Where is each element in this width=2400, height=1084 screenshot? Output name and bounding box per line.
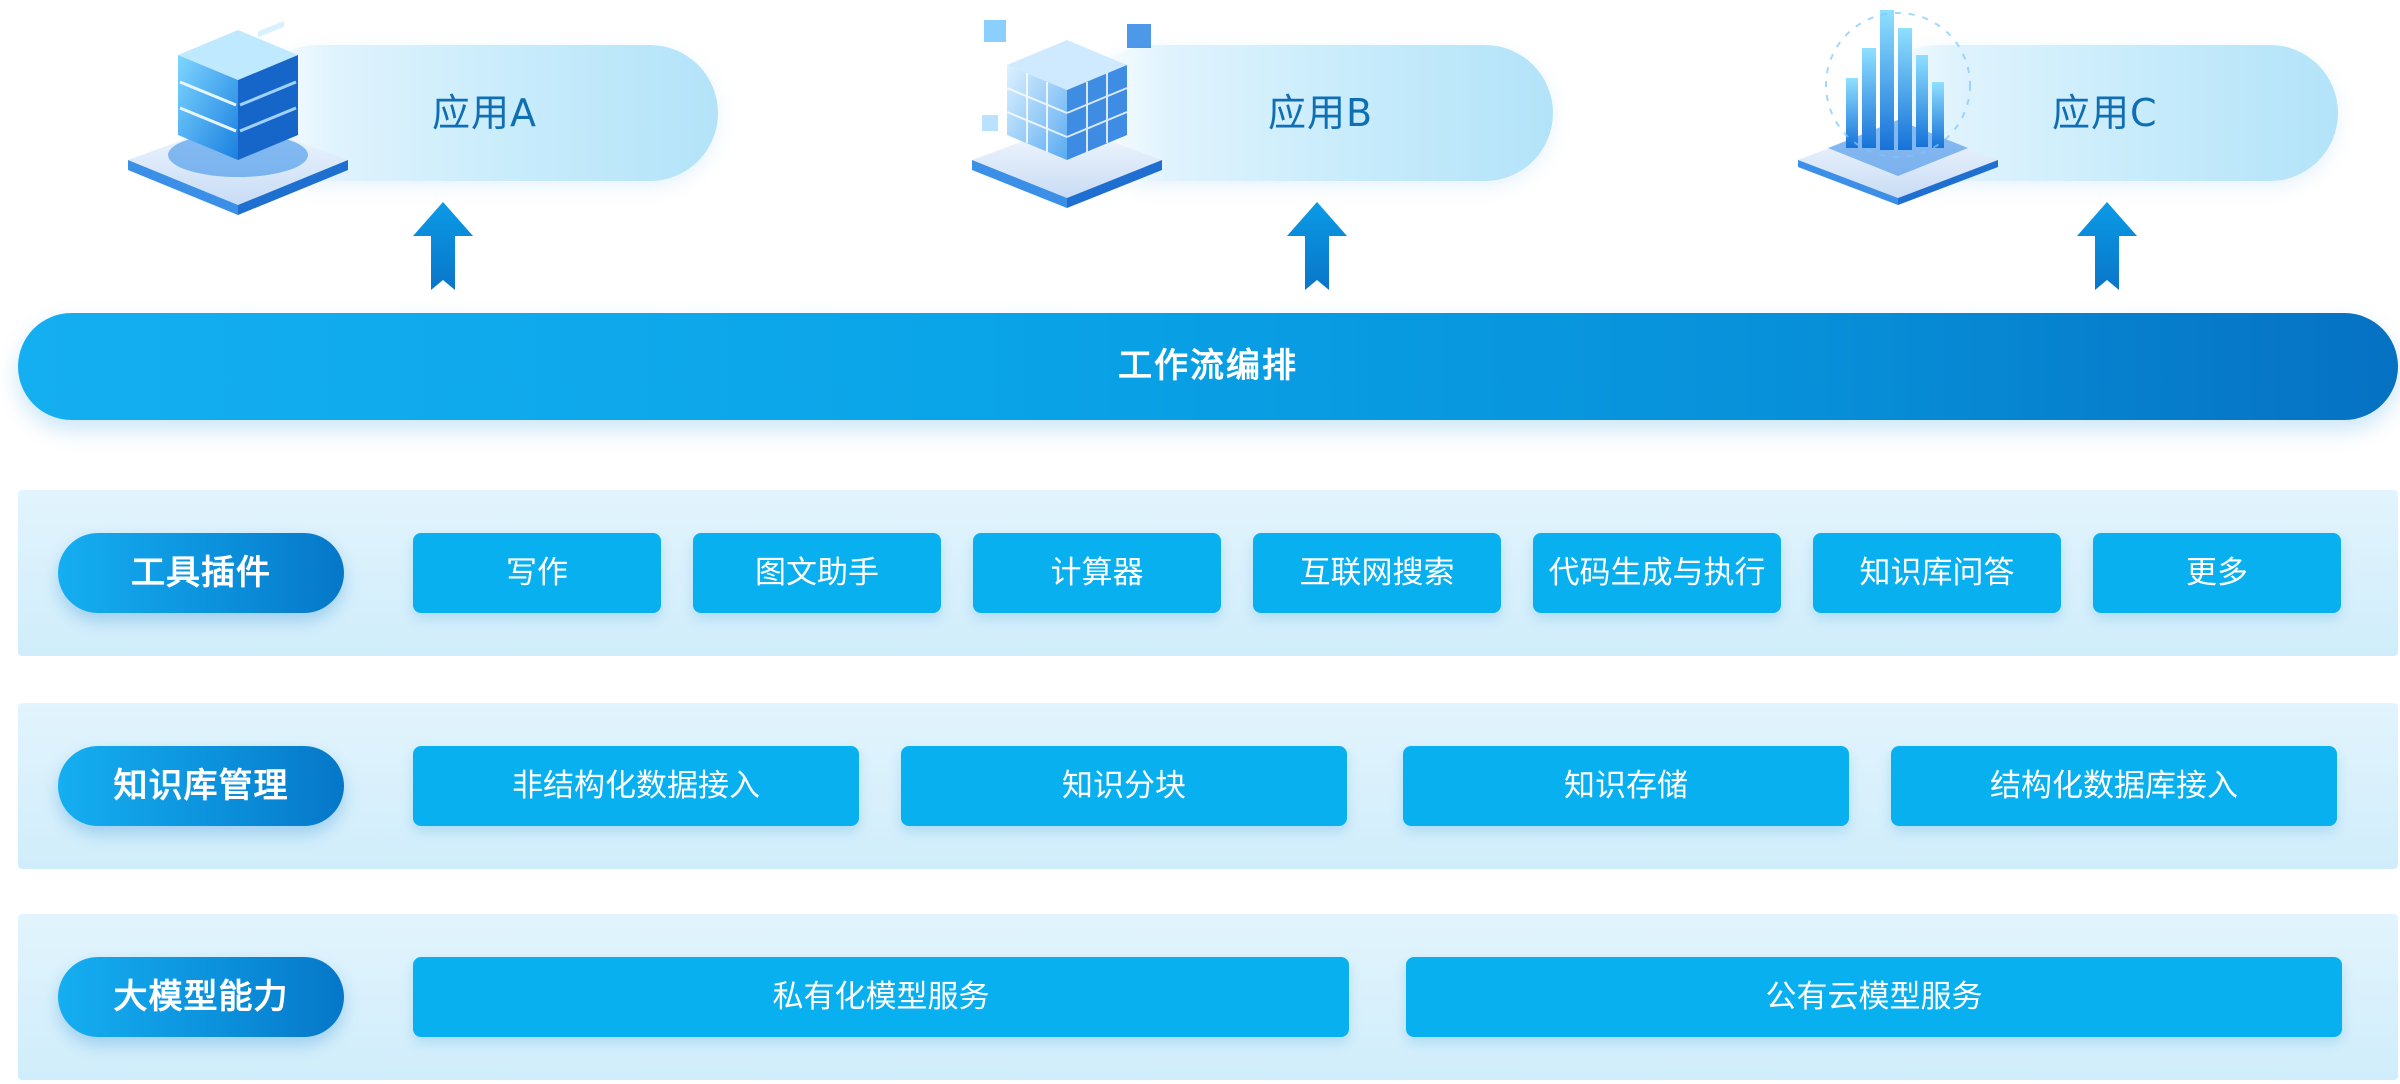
app-b-label: 应用B — [1268, 91, 1374, 135]
model-private-service-button[interactable]: 私有化模型服务 — [413, 957, 1349, 1037]
city-towers-icon — [1798, 10, 1998, 205]
kb-chunking-button[interactable]: 知识分块 — [901, 746, 1347, 826]
tool-calculator-button[interactable]: 计算器 — [973, 533, 1221, 613]
model-public-cloud-service-button[interactable]: 公有云模型服务 — [1406, 957, 2342, 1037]
tool-more-button[interactable]: 更多 — [2093, 533, 2341, 613]
cube-blocks-icon — [972, 20, 1162, 208]
up-arrow-icon — [2077, 202, 2137, 290]
tool-code-gen-exec-button[interactable]: 代码生成与执行 — [1533, 533, 1781, 613]
kb-unstructured-ingest-button[interactable]: 非结构化数据接入 — [413, 746, 859, 826]
models-layer: 大模型能力 私有化模型服务 公有云模型服务 — [18, 914, 2398, 1080]
tool-image-text-assistant-button[interactable]: 图文助手 — [693, 533, 941, 613]
workflow-orchestration-bar[interactable]: 工作流编排 — [18, 313, 2398, 420]
kb-structured-db-ingest-button[interactable]: 结构化数据库接入 — [1891, 746, 2337, 826]
app-c-label: 应用C — [2052, 91, 2158, 135]
app-a-label: 应用A — [432, 91, 537, 135]
up-arrow-icon — [1287, 202, 1347, 290]
knowledge-layer-title: 知识库管理 — [58, 746, 344, 826]
server-stack-icon — [128, 20, 348, 215]
app-b-card[interactable] — [1085, 45, 1553, 181]
workflow-label: 工作流编排 — [1118, 346, 1298, 386]
models-layer-title: 大模型能力 — [58, 957, 344, 1037]
up-arrow-icon — [413, 202, 473, 290]
tool-web-search-button[interactable]: 互联网搜索 — [1253, 533, 1501, 613]
knowledge-layer: 知识库管理 非结构化数据接入 知识分块 知识存储 结构化数据库接入 — [18, 703, 2398, 869]
tool-kb-qa-button[interactable]: 知识库问答 — [1813, 533, 2061, 613]
kb-storage-button[interactable]: 知识存储 — [1403, 746, 1849, 826]
tool-writing-button[interactable]: 写作 — [413, 533, 661, 613]
tools-layer: 工具插件 写作 图文助手 计算器 互联网搜索 代码生成与执行 知识库问答 更多 — [18, 490, 2398, 656]
tools-layer-title: 工具插件 — [58, 533, 344, 613]
